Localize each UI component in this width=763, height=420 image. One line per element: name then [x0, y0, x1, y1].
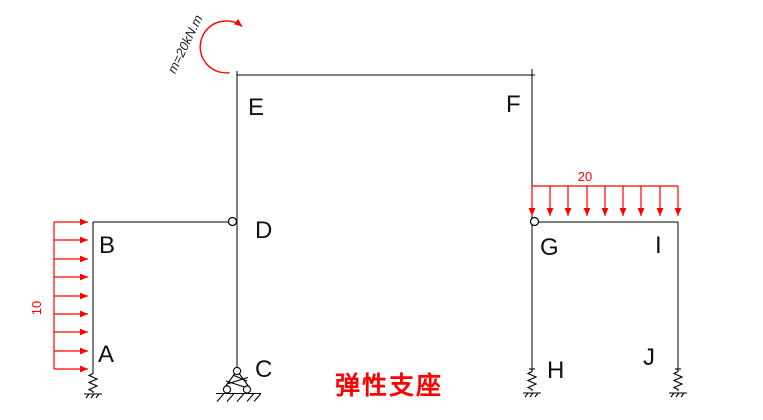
- spring-coil: [672, 370, 684, 391]
- spring-support-icon-J: [669, 368, 687, 398]
- node-label-J: J: [643, 344, 655, 371]
- ground-hatch: [216, 393, 262, 402]
- node-label-E: E: [248, 94, 264, 121]
- spring-coil: [526, 370, 538, 391]
- ground-hatch: [670, 392, 685, 398]
- right-distributed-load: [528, 185, 682, 216]
- node-label-D: D: [255, 217, 272, 244]
- node-labels: A B C D E F G H I J: [98, 91, 662, 384]
- pin-circle: [232, 366, 242, 376]
- node-label-H: H: [547, 357, 564, 384]
- roller-circle-left: [222, 385, 232, 394]
- node-label-G: G: [540, 234, 559, 261]
- node-label-A: A: [98, 341, 114, 368]
- left-distributed-load: [53, 218, 88, 373]
- moment-arrow-icon: [199, 18, 243, 74]
- support-spring-coil: [225, 374, 249, 389]
- spring-support-icon-H: [523, 368, 541, 398]
- hinge-circle-icon-D: [227, 216, 238, 227]
- node-label-B: B: [99, 232, 115, 259]
- elastic-pin-support-icon-C: [216, 366, 262, 402]
- node-label-F: F: [506, 91, 521, 118]
- hinges: [227, 216, 540, 227]
- moment-load: m=20kN.m: [164, 12, 243, 76]
- spring-coil: [87, 371, 99, 393]
- right-load-value-label: 20: [578, 169, 592, 184]
- roller-circle-right: [242, 385, 252, 394]
- node-label-C: C: [255, 356, 272, 383]
- elastic-support-annotation: 弹性支座: [335, 371, 443, 400]
- left-load-value-label: 10: [29, 301, 44, 315]
- ground-hatch: [85, 393, 100, 399]
- support-sides: [224, 373, 250, 388]
- spring-support-icon-A: [84, 371, 102, 399]
- frame-members: [92, 69, 679, 371]
- ground-hatch: [524, 392, 539, 398]
- node-label-I: I: [655, 232, 662, 259]
- moment-value-label: m=20kN.m: [164, 12, 205, 76]
- hinge-circle-icon-G: [529, 216, 540, 227]
